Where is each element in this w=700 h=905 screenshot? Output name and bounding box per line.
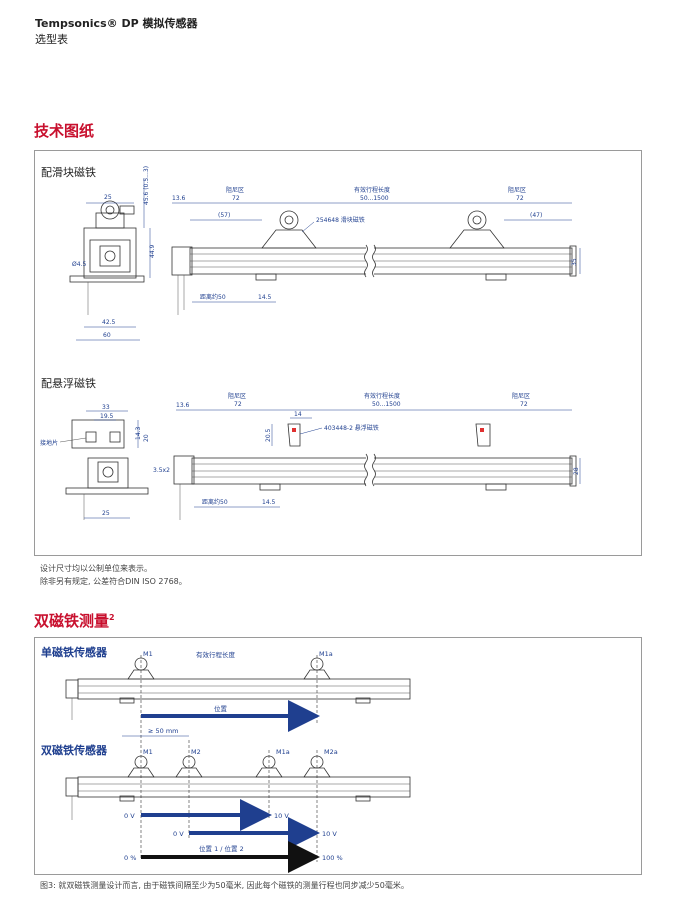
section-title-sup: 2 (109, 613, 115, 622)
dual-magnet-panel: 单磁铁传感器 双磁铁传感器 (34, 637, 642, 875)
dim-145: 14.5 (258, 294, 272, 301)
dim-35x2: 3.5x2 (153, 467, 170, 474)
single-stroke-label: 有效行程长度 (196, 650, 236, 659)
float-side-view: 13.6 阻尼区 72 有效行程长度 50...1500 阻尼区 72 14 2… (173, 392, 581, 520)
dim-dead-zone-2: 阻尼区 (508, 186, 526, 194)
section-title-technical-drawing: 技术图纸 (34, 122, 95, 140)
float-dim-72-b: 72 (520, 401, 528, 408)
dim-60: 60 (103, 332, 111, 339)
dim-72-b: 72 (516, 195, 524, 202)
figure-caption: 图3: 就双磁铁测量设计而言, 由于磁铁间隔至少为50毫米, 因此每个磁铁的测量… (40, 881, 409, 890)
float-dim-distance-50: 距离约50 (202, 498, 228, 506)
float-dim-dead-zone-1: 阻尼区 (228, 392, 246, 400)
float-dim-136: 13.6 (176, 402, 190, 409)
slide-magnet-label: 配滑块磁铁 (41, 166, 96, 179)
dim-143: 14.3 (135, 426, 142, 440)
row3-end: 100 % (322, 854, 343, 862)
float-dim-stroke: 有效行程长度 (364, 392, 400, 400)
dim-20: 20 (143, 434, 150, 442)
single-m1: M1 (143, 650, 153, 658)
dim-425: 42.5 (102, 319, 116, 326)
row3-start: 0 % (124, 854, 136, 862)
single-m1a: M1a (319, 650, 333, 658)
dim-float-25: 25 (102, 510, 110, 517)
section-title-dual-magnet: 双磁铁测量2 (34, 610, 115, 631)
single-sensor: M1 M1a 有效行程长度 位置 (65, 650, 411, 860)
slide-magnet-part: 254648 滑块磁铁 (316, 216, 365, 224)
dim-33: 33 (102, 404, 110, 411)
dim-195: 19.5 (100, 413, 114, 420)
double-m2a: M2a (324, 748, 338, 756)
slide-end-view: 25 45.6 (0.5...3) 44.9 Ø4.5 42.5 60 (69, 166, 156, 341)
double-sensor: ≥ 50 mm M1 M2 M1a M2a 0 V 10 V 0 V 10 V … (65, 727, 411, 873)
double-m1a: M1a (276, 748, 290, 756)
double-magnet-label: 双磁铁传感器 (41, 744, 107, 757)
dim-dead-zone-1: 阻尼区 (226, 186, 244, 194)
float-dim-205: 20.5 (265, 428, 272, 442)
dim-stroke: 有效行程长度 (354, 186, 390, 194)
dim-72-a: 72 (232, 195, 240, 202)
dim-35: 35 (571, 258, 578, 266)
slide-side-view: 13.6 阻尼区 72 有效行程长度 50...1500 阻尼区 72 (57)… (171, 186, 581, 315)
dim-449: 44.9 (149, 244, 156, 258)
row3-label: 位置 1 / 位置 2 (199, 844, 244, 853)
single-magnet-label: 单磁铁传感器 (41, 646, 107, 659)
float-dim-72-a: 72 (234, 401, 242, 408)
float-dim-dead-zone-2: 阻尼区 (512, 392, 530, 400)
row1-start: 0 V (124, 812, 135, 820)
note-tolerance: 除非另有规定, 公差符合DIN ISO 2768。 (40, 577, 187, 586)
section-title-dual-magnet-text: 双磁铁测量 (34, 612, 110, 630)
float-magnet-part: 403448-2 悬浮磁铁 (324, 424, 379, 432)
double-gap-label: ≥ 50 mm (148, 727, 179, 735)
float-dim-145: 14.5 (262, 499, 276, 506)
row2-start: 0 V (173, 830, 184, 838)
document-subtitle: 选型表 (35, 33, 68, 46)
dim-57: (57) (218, 212, 230, 219)
float-dim-28: 28 (573, 467, 580, 475)
double-m1: M1 (143, 748, 153, 756)
row1-end: 10 V (274, 812, 289, 820)
dim-136: 13.6 (172, 195, 186, 202)
double-m2: M2 (191, 748, 201, 756)
dim-diameter-45: Ø4.5 (72, 261, 86, 268)
single-position-label: 位置 (214, 704, 228, 713)
float-magnet-label: 配悬浮磁铁 (41, 377, 96, 390)
float-dim-stroke-range: 50...1500 (372, 401, 401, 408)
dim-distance-50: 距离约50 (200, 293, 226, 301)
document-title: Tempsonics® DP 模拟传感器 (35, 17, 198, 30)
dim-47: (47) (530, 212, 542, 219)
dim-25: 25 (104, 194, 112, 201)
row2-end: 10 V (322, 830, 337, 838)
ground-plate-label: 接地片 (40, 439, 58, 447)
float-end-view: 接地片 33 19.5 14.3 20 3.5x2 25 (40, 404, 170, 520)
dim-stroke-range: 50...1500 (360, 195, 389, 202)
float-dim-14: 14 (294, 411, 302, 418)
note-units: 设计尺寸均以公制单位来表示。 (40, 564, 152, 573)
dim-456: 45.6 (0.5...3) (143, 166, 150, 205)
